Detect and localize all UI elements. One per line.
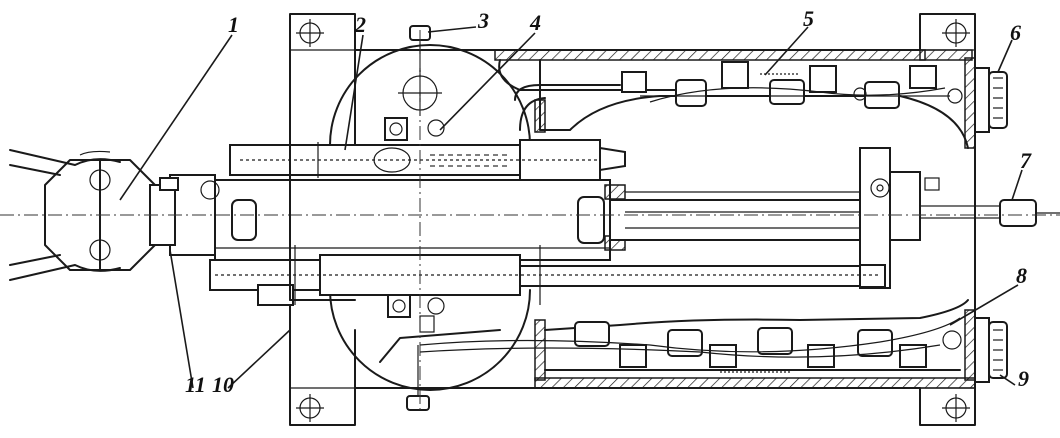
upper-terminal-blocks (621, 61, 963, 109)
callout-8: 8 (1016, 263, 1027, 288)
leader-lines (119, 26, 1023, 389)
callout-2: 2 (354, 12, 366, 37)
callout-11: 11 (185, 372, 206, 397)
mounting-hole (296, 394, 324, 422)
upper-cylinder (229, 139, 626, 181)
lower-connector (974, 317, 1008, 383)
callout-7: 7 (1020, 148, 1032, 173)
callout-10: 10 (212, 372, 234, 397)
piston-rod (609, 191, 866, 241)
mounting-hole (296, 19, 324, 47)
callout-1: 1 (228, 12, 239, 37)
central-cylinder (169, 174, 626, 261)
callout-4: 4 (529, 10, 541, 35)
lower-terminal-blocks (419, 317, 962, 373)
callout-9: 9 (1018, 366, 1029, 391)
output-shaft (919, 199, 1060, 227)
rotary-disc (329, 44, 531, 391)
callout-5: 5 (803, 6, 814, 31)
bottom-adjust-screw (406, 345, 430, 411)
callout-6: 6 (1010, 20, 1021, 45)
upper-connector (974, 67, 1008, 133)
lower-left-bracket (289, 144, 356, 301)
callout-3: 3 (477, 8, 489, 33)
mounting-hole (942, 19, 970, 47)
mounting-hole (942, 394, 970, 422)
